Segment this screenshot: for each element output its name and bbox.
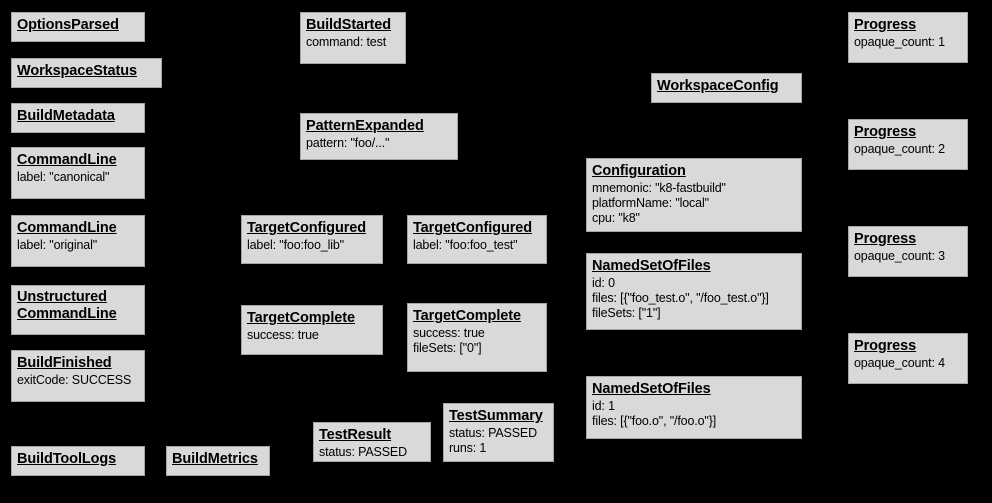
node-pattern-expanded[interactable]: PatternExpanded pattern: "foo/..." [300,113,458,160]
node-attributes: opaque_count: 2 [854,142,962,157]
node-attributes: label: "canonical" [17,170,139,185]
node-title: PatternExpanded [306,118,424,134]
node-attribute-line: id: 1 [592,399,615,414]
node-attribute-line: success: true [413,326,485,341]
node-attributes: success: true [247,328,377,343]
node-title: OptionsParsed [17,17,119,33]
node-attribute-line: cpu: "k8" [592,210,640,225]
node-build-started[interactable]: BuildStarted command: test [300,12,406,64]
node-command-line-original[interactable]: CommandLine label: "original" [11,215,145,267]
node-title: BuildFinished [17,355,112,371]
node-title: NamedSetOfFiles [592,258,711,274]
node-build-finished[interactable]: BuildFinished exitCode: SUCCESS [11,350,145,402]
node-attribute-line: mnemonic: "k8-fastbuild" [592,181,726,196]
node-title: Configuration [592,163,686,179]
node-attributes: mnemonic: "k8-fastbuild"platformName: "l… [592,181,796,225]
node-attribute-line: opaque_count: 3 [854,249,945,264]
node-attribute-line: label: "original" [17,238,97,253]
node-title: BuildMetrics [172,451,258,467]
node-attributes: opaque_count: 4 [854,356,962,371]
node-title: BuildMetadata [17,108,115,124]
node-options-parsed[interactable]: OptionsParsed [11,12,145,42]
node-attribute-line: label: "foo:foo_lib" [247,238,344,253]
node-attribute-line: command: test [306,35,387,50]
node-attribute-line: label: "canonical" [17,170,110,185]
node-attributes: opaque_count: 1 [854,35,962,50]
node-attributes: pattern: "foo/..." [306,136,452,151]
node-title: WorkspaceStatus [17,63,137,79]
node-workspace-config[interactable]: WorkspaceConfig [651,73,802,103]
node-attribute-line: fileSets: ["1"] [592,305,661,320]
node-title: Progress [854,338,917,354]
node-attribute-line: files: [{"foo_test.o", "/foo_test.o"}] [592,290,769,305]
node-progress-3[interactable]: Progress opaque_count: 3 [848,226,968,277]
node-attributes: label: "original" [17,238,139,253]
node-attributes: exitCode: SUCCESS [17,373,139,388]
node-attribute-line: opaque_count: 1 [854,35,945,50]
node-build-metadata[interactable]: BuildMetadata [11,103,145,133]
node-attribute-line: label: "foo:foo_test" [413,238,518,253]
node-title: BuildStarted [306,17,392,33]
node-progress-4[interactable]: Progress opaque_count: 4 [848,333,968,384]
node-configuration[interactable]: Configuration mnemonic: "k8-fastbuild"pla… [586,158,802,232]
node-build-metrics[interactable]: BuildMetrics [166,446,270,476]
node-attribute-line: pattern: "foo/..." [306,136,390,151]
node-progress-2[interactable]: Progress opaque_count: 2 [848,119,968,170]
node-attributes: command: test [306,35,400,50]
node-attribute-line: exitCode: SUCCESS [17,373,132,388]
node-title: WorkspaceConfig [657,78,779,94]
node-title: CommandLine [17,220,117,236]
node-attribute-line: status: PASSED [319,445,407,460]
node-attribute-line: platformName: "local" [592,195,709,210]
node-attributes: label: "foo:foo_lib" [247,238,377,253]
node-progress-1[interactable]: Progress opaque_count: 1 [848,12,968,63]
node-build-tool-logs[interactable]: BuildToolLogs [11,446,145,476]
node-title: CommandLine [17,152,117,168]
node-attributes: status: PASSED [319,445,425,460]
node-title: TestResult [319,427,392,443]
node-title: Progress [854,124,917,140]
node-title: Unstructured CommandLine [17,289,117,323]
node-title: TestSummary [449,408,543,424]
node-title: TargetConfigured [413,220,532,236]
node-attribute-line: success: true [247,328,319,343]
node-title: Progress [854,231,917,247]
node-target-complete-lib[interactable]: TargetComplete success: true [241,305,383,355]
node-title: NamedSetOfFiles [592,381,711,397]
node-target-configured-foo-test[interactable]: TargetConfigured label: "foo:foo_test" [407,215,547,264]
node-attribute-line: opaque_count: 4 [854,356,945,371]
node-attribute-line: files: [{"foo.o", "/foo.o"}] [592,413,717,428]
node-title: TargetComplete [413,308,521,324]
node-title: TargetConfigured [247,220,366,236]
node-target-configured-foo-lib[interactable]: TargetConfigured label: "foo:foo_lib" [241,215,383,264]
node-attributes: opaque_count: 3 [854,249,962,264]
node-attribute-line: fileSets: ["0"] [413,340,482,355]
node-command-line-canonical[interactable]: CommandLine label: "canonical" [11,147,145,199]
node-workspace-status[interactable]: WorkspaceStatus [11,58,162,88]
node-attribute-line: id: 0 [592,276,615,291]
node-test-result[interactable]: TestResult status: PASSED [313,422,431,462]
node-attributes: label: "foo:foo_test" [413,238,541,253]
node-title: TargetComplete [247,310,355,326]
node-title: BuildToolLogs [17,451,117,467]
node-unstructured-command-line[interactable]: Unstructured CommandLine [11,285,145,335]
node-title: Progress [854,17,917,33]
node-attribute-line: status: PASSED [449,426,537,441]
node-attribute-line: runs: 1 [449,440,487,455]
node-attribute-line: opaque_count: 2 [854,142,945,157]
